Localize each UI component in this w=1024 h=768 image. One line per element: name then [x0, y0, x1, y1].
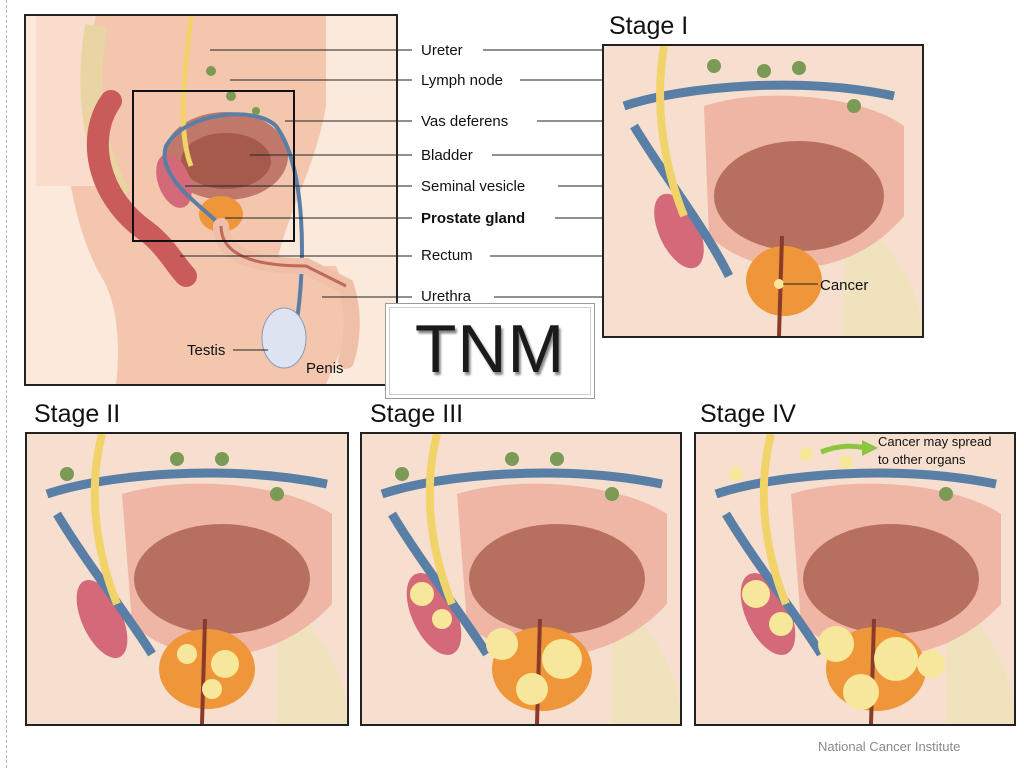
- prostate-gland-label: Prostate gland: [421, 210, 526, 227]
- anatomy-overview-panel: [24, 14, 398, 386]
- seminal-vesicle-label: Seminal vesicle: [421, 178, 526, 195]
- stage-4-title: Stage IV: [700, 400, 796, 428]
- stage-4-illustration: [696, 434, 1014, 724]
- anatomy-illustration: [36, 16, 360, 384]
- stage-1-cancer-label: Cancer: [820, 277, 869, 294]
- testis-label: Testis: [187, 342, 226, 359]
- bladder-label: Bladder: [421, 147, 473, 164]
- stage-4-spread-label-line1: Cancer may spread: [878, 434, 992, 449]
- stage-2-panel: [25, 432, 349, 726]
- stage-2-title: Stage II: [34, 400, 121, 428]
- stage-2-illustration: [27, 434, 347, 724]
- stage-1-title: Stage I: [609, 12, 689, 40]
- source-credit: National Cancer Institute: [818, 739, 961, 754]
- urethra-label: Urethra: [421, 288, 472, 305]
- penis-label: Penis: [306, 360, 344, 377]
- stage-3-panel: [360, 432, 682, 726]
- rectum-label: Rectum: [421, 247, 473, 264]
- ureter-label: Ureter: [421, 42, 463, 59]
- tnm-overlay-box: TNM: [385, 303, 595, 399]
- stage-4-spread-label-line2: to other organs: [878, 452, 966, 467]
- stage-1-illustration: [604, 46, 922, 336]
- vas-deferens-label: Vas deferens: [421, 113, 509, 130]
- stage-1-panel: [602, 44, 924, 338]
- stage-4-panel: [694, 432, 1016, 726]
- lymph-node-label: Lymph node: [421, 72, 504, 89]
- page-margin-guide: [6, 0, 7, 768]
- tnm-overlay-text: TNM: [414, 311, 566, 387]
- stage-3-title: Stage III: [370, 400, 464, 428]
- stage-3-illustration: [362, 434, 680, 724]
